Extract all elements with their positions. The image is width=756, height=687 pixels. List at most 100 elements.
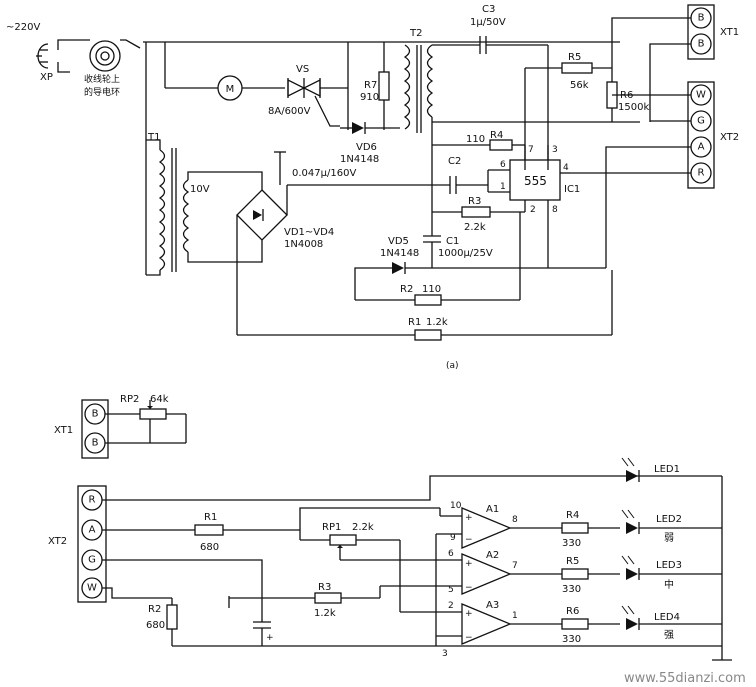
diode-vd5 [354, 262, 606, 300]
vd6-label: VD6 [356, 142, 377, 153]
xt1-wire-2 [649, 43, 691, 122]
ic-pin-4: 4 [563, 163, 569, 173]
r6-bottom-value: 330 [562, 634, 581, 645]
led2-level: 弱 [664, 532, 674, 544]
svg-text:+: + [465, 513, 473, 523]
xt2-top-terminal-r: R [698, 168, 705, 179]
opamp-a1-pin-out: 8 [512, 515, 518, 525]
rp1-value: 2.2k [352, 522, 374, 533]
potentiometer-rp1 [300, 534, 440, 613]
c3-label: C3 [482, 4, 495, 15]
r2-top-value: 110 [422, 284, 441, 295]
mains-plug [36, 43, 49, 69]
vd6-part: 1N4148 [340, 154, 379, 165]
xt2-top-terminal-a: A [698, 142, 705, 153]
xt2-bottom-label: XT2 [48, 536, 67, 547]
vd5-label: VD5 [388, 236, 409, 247]
led1-label: LED1 [654, 464, 680, 475]
led3-label: LED3 [656, 560, 682, 571]
potentiometer-rp2 [105, 400, 187, 444]
led3-level: 中 [664, 578, 674, 591]
r2-top-label: R2 [400, 284, 413, 295]
resistor-r1-top [237, 270, 613, 341]
c3-value: 1μ/50V [470, 17, 506, 28]
opamp-a3-pin-out: 1 [512, 611, 518, 621]
opamp-a1-label: A1 [486, 504, 499, 515]
ic-pin-6: 6 [500, 160, 506, 170]
opamp-a1: + − [436, 507, 562, 549]
xt2-bottom-terminal-r: R [89, 495, 96, 506]
transformer-t2 [403, 44, 640, 133]
slip-ring-note-2: 的导电环 [84, 86, 120, 98]
ic-pin-2: 2 [530, 205, 536, 215]
r4-bottom-label: R4 [566, 510, 579, 521]
opamp-a3: + − [436, 603, 562, 645]
r5-label: R5 [568, 52, 581, 63]
secondary-wires [187, 171, 263, 263]
transformer-t1 [146, 139, 190, 276]
led4-level: 强 [664, 629, 674, 641]
c1-value: 1000μ/25V [438, 248, 493, 259]
c2-value: 0.047μ/160V [292, 168, 356, 179]
resistor-r3 [432, 206, 525, 218]
rp2-value: 64k [150, 394, 169, 405]
svg-text:+: + [465, 559, 473, 569]
opamp-a2-pin-out: 7 [512, 561, 518, 571]
resistor-r7 [347, 42, 390, 130]
r5-bottom-value: 330 [562, 584, 581, 595]
resistor-r2-top [355, 212, 521, 306]
xt1-top-terminal-1: B [698, 13, 705, 24]
t1-label: T1 [147, 132, 160, 143]
opamp-a2-pin-minus: 5 [448, 585, 454, 595]
r5-value: 56k [570, 80, 589, 91]
opamp-a2-pin-plus: 6 [448, 549, 454, 559]
xt2-bottom-terminal-w: W [87, 583, 97, 594]
svg-text:−: − [465, 633, 473, 643]
svg-text:+: + [266, 633, 274, 643]
r3-value: 2.2k [464, 222, 486, 233]
top-rail-wires [57, 39, 620, 275]
t1-secondary-label: 10V [190, 184, 210, 195]
triac-vs [287, 78, 348, 127]
opamp-a3-pin-plus: 2 [448, 601, 454, 611]
motor-symbol: M [226, 84, 235, 95]
r3-bottom-value: 1.2k [314, 608, 336, 619]
xt2-bottom-terminal-g: G [88, 555, 96, 566]
opamp-a1-pin-minus: 9 [450, 533, 456, 543]
xt2-wire-a [605, 146, 691, 268]
xt2-bottom-wires [102, 475, 722, 599]
r7-label: R7 [364, 80, 377, 91]
xt1-top-terminal-2: B [698, 39, 705, 50]
xt2-top-terminal-g: G [697, 116, 705, 127]
xt2-top-label: XT2 [720, 132, 739, 143]
svg-text:−: − [465, 535, 473, 545]
led3-icon [621, 555, 722, 580]
triac-label: VS [296, 64, 309, 75]
r1-top-value: 1.2k [426, 317, 448, 328]
rp2-label: RP2 [120, 394, 139, 405]
svg-text:−: − [465, 583, 473, 593]
led4-icon [621, 605, 722, 630]
r1-bottom-label: R1 [204, 512, 217, 523]
slip-ring-icon [89, 40, 121, 72]
xt1-top-label: XT1 [720, 27, 739, 38]
xt1-bottom-terminal-1: B [92, 409, 99, 420]
ic-555 [488, 145, 570, 268]
resistor-r4-bottom [561, 522, 620, 534]
opamp-a2-label: A2 [486, 550, 499, 561]
ic-pin-7: 7 [528, 145, 534, 155]
ic-type: 555 [524, 174, 547, 188]
r3-label: R3 [468, 196, 481, 207]
led4-label: LED4 [654, 612, 680, 623]
plug-label: XP [40, 72, 53, 83]
opamp-a1-pin-plus: 10 [450, 501, 462, 511]
r1-bottom-value: 680 [200, 542, 219, 553]
figure-caption: (a) [446, 361, 459, 371]
resistor-r5 [524, 62, 612, 170]
resistor-r4 [431, 122, 525, 151]
r5-bottom-label: R5 [566, 556, 579, 567]
triac-rating: 8A/600V [268, 106, 311, 117]
r4-bottom-value: 330 [562, 538, 581, 549]
r6-label: R6 [620, 90, 633, 101]
r1-top-label: R1 [408, 317, 421, 328]
